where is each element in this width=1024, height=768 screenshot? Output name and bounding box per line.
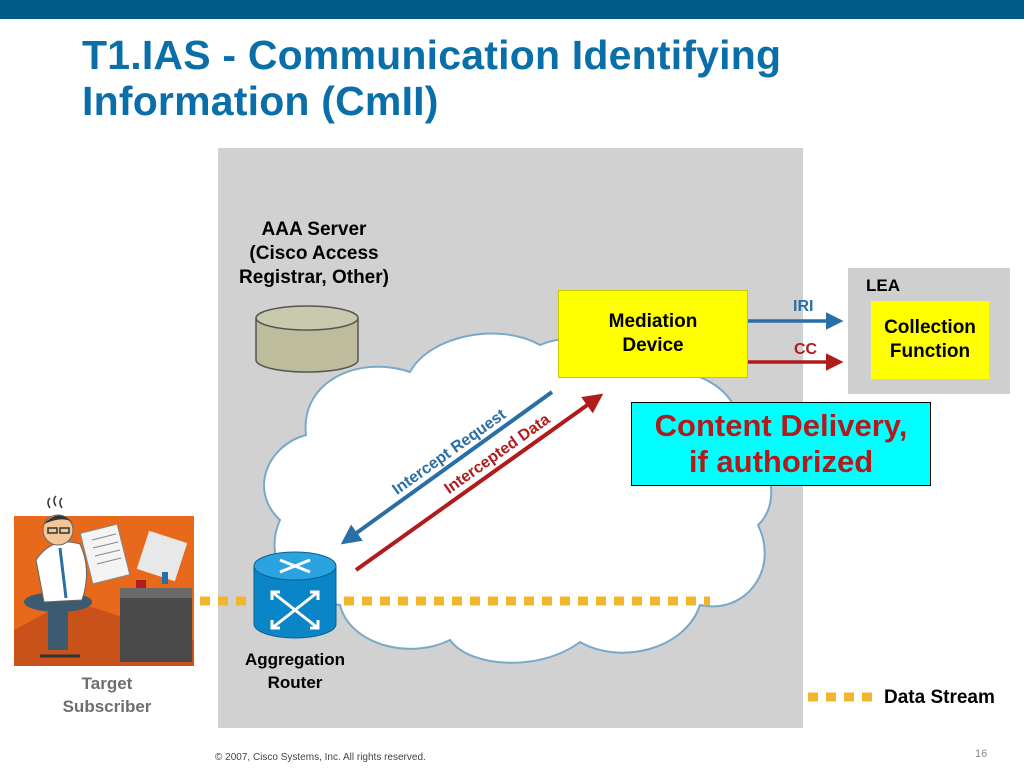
target-subscriber-label: Target Subscriber <box>40 672 174 718</box>
database-icon <box>255 305 359 373</box>
subscriber-line-1: Target <box>81 674 133 693</box>
page-number: 16 <box>975 748 988 760</box>
target-subscriber-illustration <box>14 495 194 666</box>
content-line-1: Content Delivery, <box>654 408 908 443</box>
intercept-request-arrow <box>340 390 554 545</box>
aaa-line-2: (Cisco Access <box>249 243 379 264</box>
content-line-2: if authorized <box>688 444 874 479</box>
collection-line-2: Function <box>889 341 971 362</box>
legend-data-stream-label: Data Stream <box>884 687 995 708</box>
mediation-line-2: Device <box>622 335 684 356</box>
aaa-server-label: AAA Server (Cisco Access Registrar, Othe… <box>218 218 410 290</box>
copyright-footer: © 2007, Cisco Systems, Inc. All rights r… <box>215 752 426 763</box>
mediation-device-box: Mediation Device <box>558 290 748 378</box>
cc-label: CC <box>794 341 818 358</box>
router-icon <box>253 551 337 639</box>
lea-label: LEA <box>866 276 900 295</box>
aaa-line-1: AAA Server <box>261 219 367 240</box>
router-line-2: Router <box>267 673 323 692</box>
title-line-1: T1.IAS - Communication Identifying <box>82 32 782 78</box>
iri-label: IRI <box>793 298 814 315</box>
collection-function-box: Collection Function <box>871 301 989 379</box>
router-line-1: Aggregation <box>244 650 346 669</box>
title-line-2: Information (CmII) <box>82 78 439 124</box>
mediation-line-1: Mediation <box>608 311 698 332</box>
collection-line-1: Collection <box>884 317 976 338</box>
aggregation-router-label: Aggregation Router <box>232 648 358 694</box>
top-bar <box>0 0 1024 19</box>
slide-title: T1.IAS - Communication Identifying Infor… <box>82 32 982 124</box>
subscriber-line-2: Subscriber <box>62 697 152 716</box>
network-cloud <box>263 332 773 664</box>
intercepted-data-arrow <box>354 393 604 572</box>
aaa-line-3: Registrar, Other) <box>239 267 389 288</box>
content-delivery-box: Content Delivery, if authorized <box>631 402 931 486</box>
